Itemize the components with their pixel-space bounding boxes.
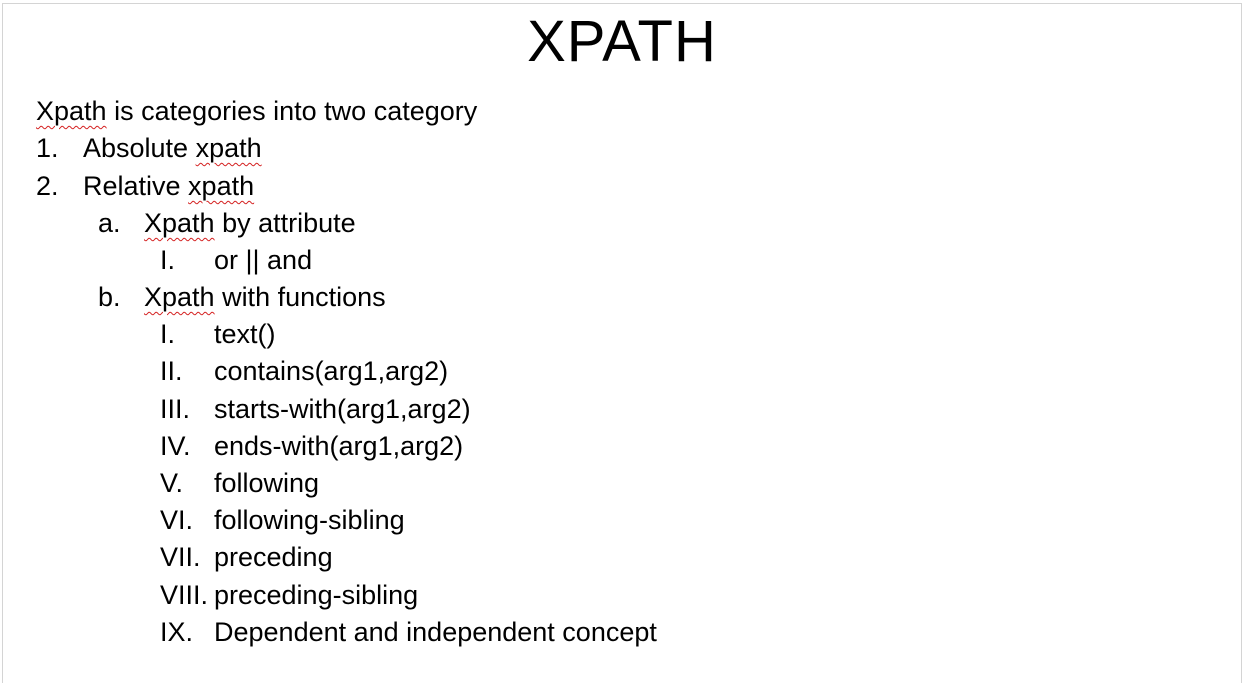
function-item-text: preceding	[214, 542, 333, 572]
roman-marker: I.	[160, 319, 176, 349]
list-marker: 2.	[36, 171, 59, 201]
sublist-item-text: Xpath by attribute	[144, 208, 356, 238]
attribute-item-text: or || and	[214, 245, 313, 275]
list-marker: 1.	[36, 133, 59, 163]
roman-marker: IV.	[160, 431, 191, 461]
roman-marker: VI.	[160, 505, 194, 535]
function-item-text: preceding-sibling	[214, 580, 419, 610]
slide: XPATH Xpath is categories into two categ…	[2, 3, 1242, 683]
intro-line: Xpath is categories into two category	[36, 95, 477, 127]
function-item-text: following-sibling	[214, 505, 405, 535]
sublist-item-text: Xpath with functions	[144, 282, 386, 312]
function-item-text: ends-with(arg1,arg2)	[214, 431, 464, 461]
function-item-text: text()	[214, 319, 276, 349]
roman-marker: III.	[160, 394, 191, 424]
sublist-marker: a.	[98, 208, 121, 238]
function-item-text: Dependent and independent concept	[214, 617, 657, 647]
function-item-text: following	[214, 468, 320, 498]
function-item-text: starts-with(arg1,arg2)	[214, 394, 471, 424]
roman-marker: I.	[160, 245, 176, 275]
roman-marker: V.	[160, 468, 184, 498]
function-item-text: contains(arg1,arg2)	[214, 356, 449, 386]
roman-marker: IX.	[160, 617, 194, 647]
list-item-text: Absolute xpath	[83, 133, 262, 163]
roman-marker: VII.	[160, 542, 201, 572]
intro-text: is categories into two category	[106, 96, 478, 126]
sublist-marker: b.	[98, 282, 121, 312]
roman-marker: II.	[160, 356, 183, 386]
list-item-text: Relative xpath	[83, 171, 255, 201]
roman-marker: VIII.	[160, 580, 209, 610]
intro-keyword: Xpath	[36, 96, 107, 126]
slide-title: XPATH	[527, 9, 717, 74]
